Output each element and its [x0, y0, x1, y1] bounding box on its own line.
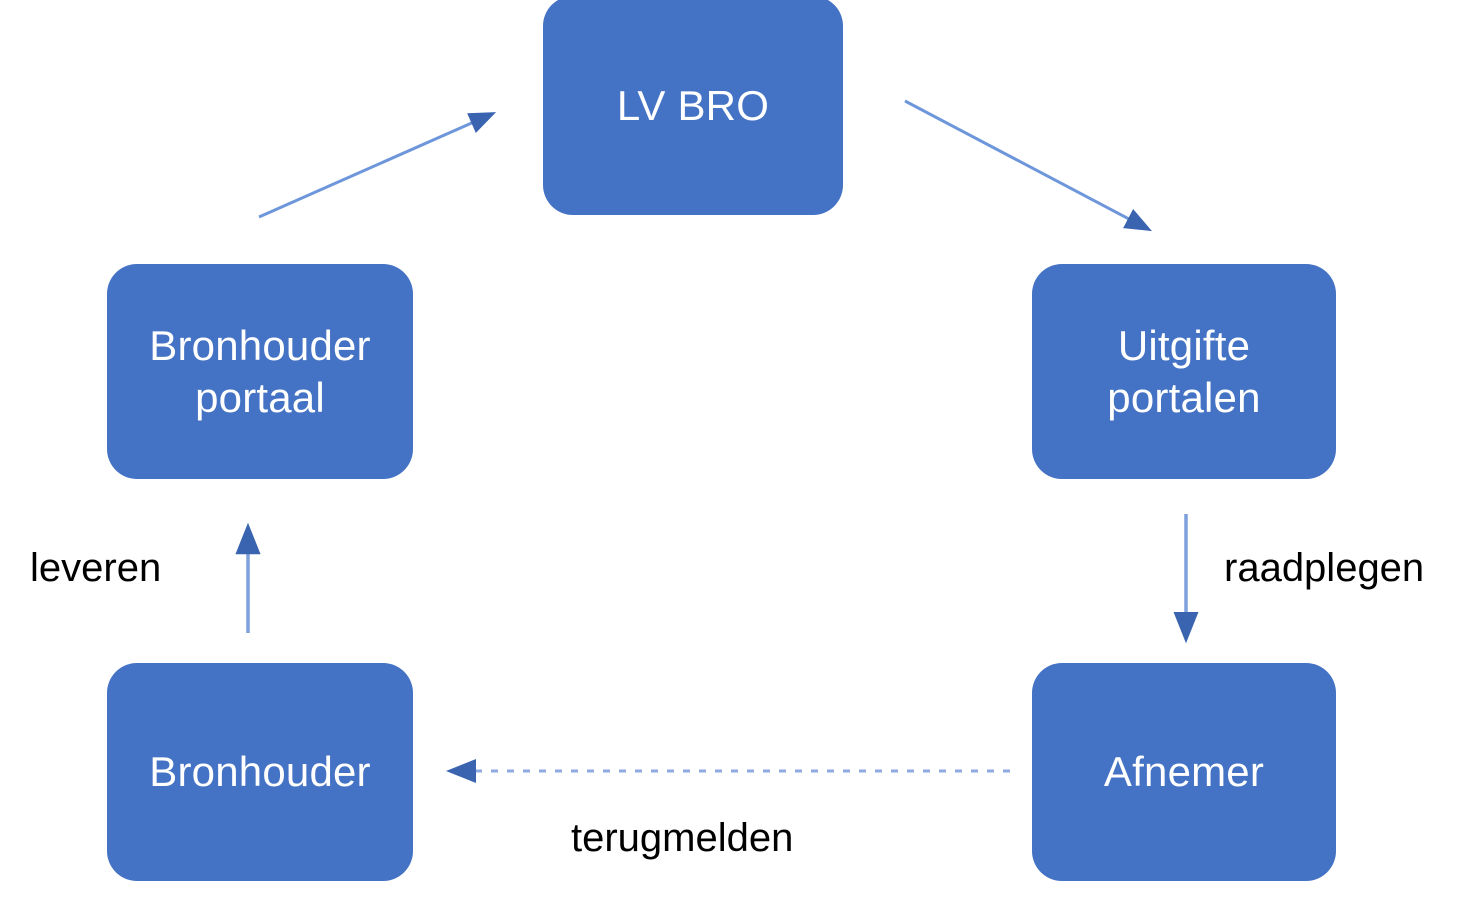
- edge-label-raadplegen: raadplegen: [1224, 546, 1425, 590]
- edge-lvbro-to-uitgifte-portalen: [904, 99, 1152, 232]
- edge-label-terugmelden: terugmelden: [571, 816, 794, 860]
- node-uitgifte-portalen[interactable]: Uitgifte portalen: [1032, 264, 1336, 479]
- edge-bronhouder-portaal-to-lvbro: [258, 112, 497, 219]
- edge-label-leveren: leveren: [30, 546, 162, 590]
- node-afnemer[interactable]: Afnemer: [1032, 663, 1336, 881]
- node-bronhouder[interactable]: Bronhouder: [107, 663, 413, 881]
- node-lv-bro[interactable]: LV BRO: [543, 0, 843, 215]
- node-bronhouder-portaal[interactable]: Bronhouder portaal: [107, 264, 413, 479]
